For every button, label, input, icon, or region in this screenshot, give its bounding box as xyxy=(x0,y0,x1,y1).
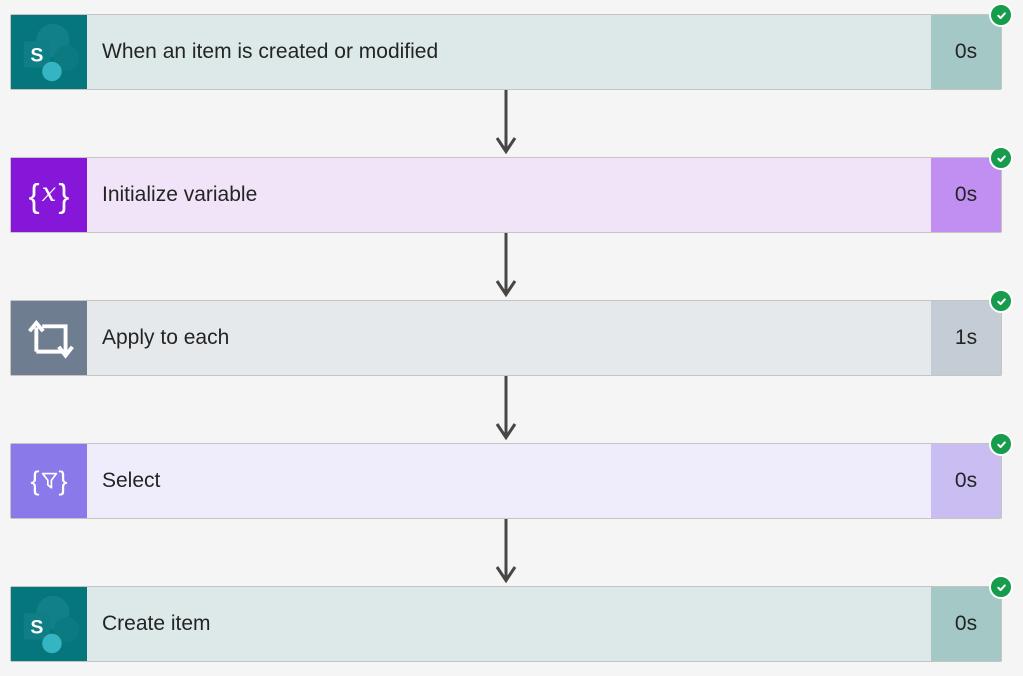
connector-arrow xyxy=(10,376,1002,443)
step-duration-badge: 0s xyxy=(931,444,1001,518)
step-duration-badge: 1s xyxy=(931,301,1001,375)
sharepoint-letter: S xyxy=(30,617,43,639)
funnel-glyph xyxy=(41,472,57,489)
success-check-icon xyxy=(989,3,1013,27)
sharepoint-icon: S xyxy=(11,15,87,89)
step-title: Apply to each xyxy=(102,326,230,349)
brace-close: } xyxy=(58,176,70,214)
success-check-icon xyxy=(989,432,1013,456)
flow-step-trigger-card[interactable]: S When an item is created or modified 0s xyxy=(10,3,1013,90)
success-check-icon xyxy=(989,289,1013,313)
step-duration-badge: 0s xyxy=(931,158,1001,232)
brace-open: { xyxy=(30,465,40,496)
sharepoint-letter: S xyxy=(30,45,43,67)
step-title: Initialize variable xyxy=(102,183,258,206)
brace-close: } xyxy=(58,465,68,496)
connector-arrow xyxy=(10,233,1002,300)
connector-arrow xyxy=(10,90,1002,157)
step-title: Create item xyxy=(102,612,211,635)
select-filter-icon: { } xyxy=(11,444,87,518)
variable-icon: { x } xyxy=(11,158,87,232)
step-duration-badge: 0s xyxy=(931,587,1001,661)
step-duration-badge: 0s xyxy=(931,15,1001,89)
success-check-icon xyxy=(989,146,1013,170)
connector-arrow xyxy=(10,519,1002,586)
flow-step-initialize-variable-card[interactable]: { x } Initialize variable 0s xyxy=(10,146,1013,233)
step-title: When an item is created or modified xyxy=(102,40,439,63)
brace-open: { xyxy=(28,176,40,214)
flow-step-apply-to-each-card[interactable]: Apply to each 1s xyxy=(10,289,1013,376)
flow-step-select-card[interactable]: { } Select 0s xyxy=(10,432,1013,519)
sharepoint-icon: S xyxy=(11,587,87,661)
success-check-icon xyxy=(989,575,1013,599)
step-title: Select xyxy=(102,469,161,492)
variable-x: x xyxy=(41,178,57,208)
flow-step-create-item-card[interactable]: S Create item 0s xyxy=(10,575,1013,662)
apply-to-each-loop-icon xyxy=(11,301,87,375)
